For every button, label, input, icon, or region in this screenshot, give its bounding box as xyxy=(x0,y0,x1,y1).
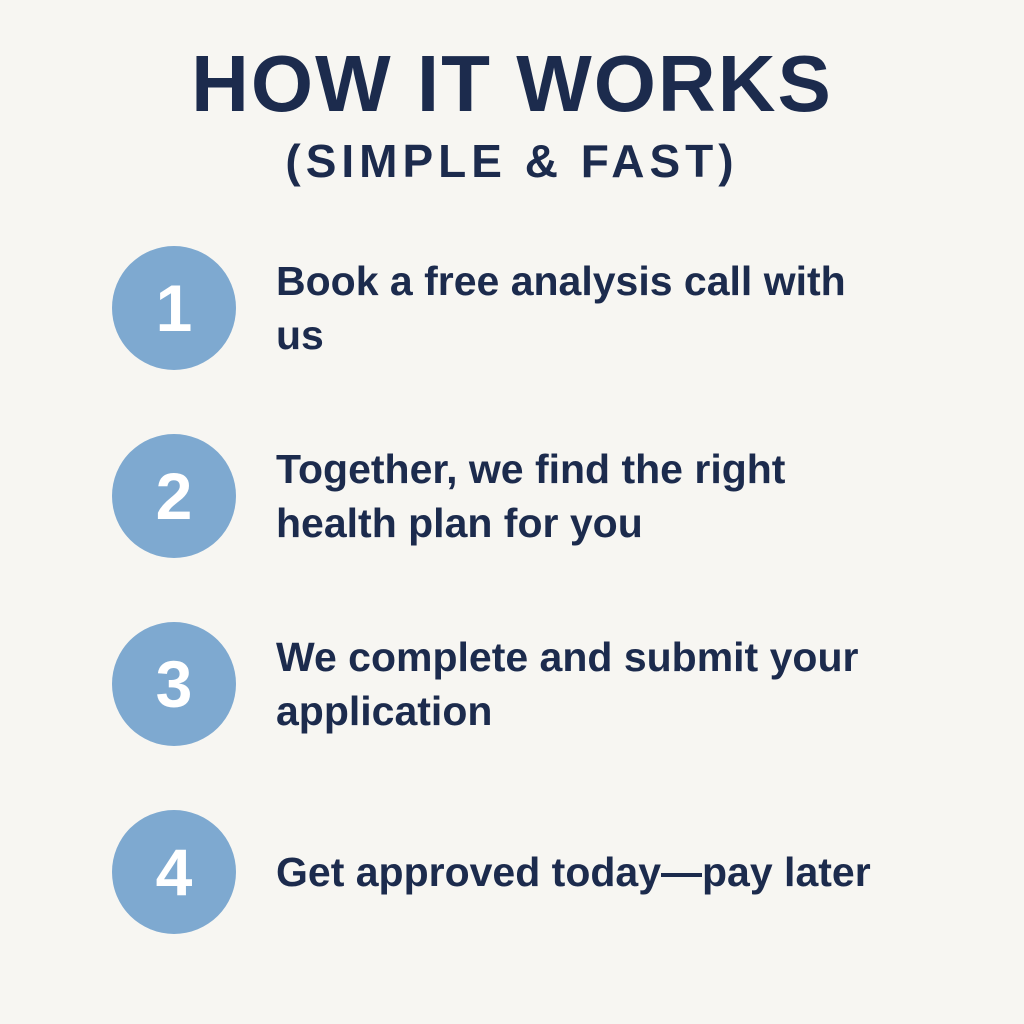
step-number-badge: 1 xyxy=(112,246,236,370)
page-subtitle: (SIMPLE & FAST) xyxy=(285,135,739,187)
page-title: HOW IT WORKS xyxy=(191,39,833,128)
step-item-3: 3 We complete and submit your applicatio… xyxy=(112,622,964,746)
step-text: Together, we find the right health plan … xyxy=(276,445,786,546)
step-item-2: 2 Together, we find the right health pla… xyxy=(112,434,964,558)
step-number-badge: 3 xyxy=(112,622,236,746)
steps-list: 1 Book a free analysis call with us 2 To… xyxy=(0,246,1024,934)
step-text: We complete and submit your application xyxy=(276,633,859,734)
step-number-badge: 2 xyxy=(112,434,236,558)
step-item-4: 4 Get approved today—pay later xyxy=(112,810,964,934)
step-text: Get approved today—pay later xyxy=(276,848,871,895)
step-number-badge: 4 xyxy=(112,810,236,934)
step-text: Book a free analysis call with us xyxy=(276,257,846,358)
step-item-1: 1 Book a free analysis call with us xyxy=(112,246,964,370)
